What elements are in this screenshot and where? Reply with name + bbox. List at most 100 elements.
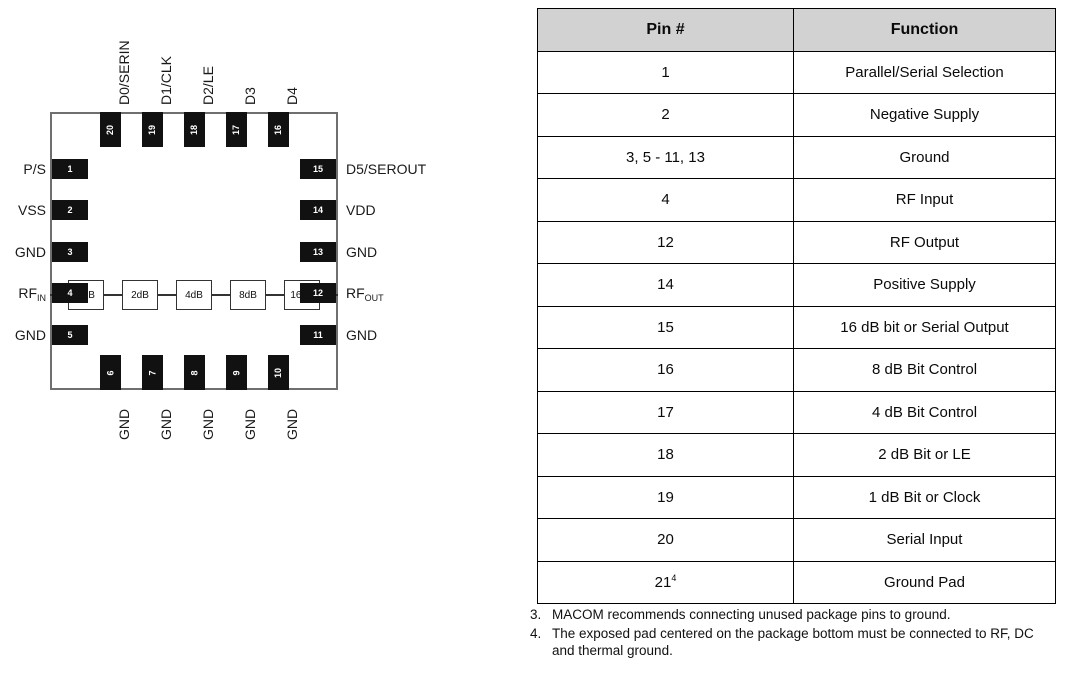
pad-10-number: 10	[273, 367, 284, 378]
table-header-row: Pin # Function	[537, 8, 1056, 52]
pin-label-d0-serin: D0/SERIN	[116, 40, 132, 105]
cell-pin: 214	[537, 560, 794, 604]
pin-label-d5-serout: D5/SEROUT	[346, 161, 427, 177]
pin-label-gnd-8: GND	[200, 408, 216, 440]
chain-wire	[212, 294, 230, 296]
cell-pin: 16	[537, 348, 794, 392]
pin-label-vdd: VDD	[346, 202, 376, 218]
pad-8-number: 8	[189, 369, 200, 376]
pad-2: 2	[52, 200, 88, 220]
footnote-4: 4. The exposed pad centered on the packa…	[530, 625, 1060, 660]
pin-label-gnd-6: GND	[116, 408, 132, 440]
pin-label-ps: P/S	[23, 161, 46, 177]
pad-9-number: 9	[231, 369, 242, 376]
pin-label-gnd-7: GND	[158, 408, 174, 440]
cell-pin: 12	[537, 220, 794, 264]
cell-pin-value: 21	[654, 574, 672, 592]
cell-pin: 15	[537, 305, 794, 349]
pin-label-gnd-13: GND	[346, 244, 378, 260]
pad-13: 13	[300, 242, 336, 262]
cell-function: RF Output	[793, 220, 1056, 264]
pad-18-number: 18	[189, 124, 200, 135]
attenuator-block-8db: 8dB	[230, 280, 266, 310]
cell-pin: 17	[537, 390, 794, 434]
pad-18: 18	[184, 112, 205, 147]
pad-16-number: 16	[273, 124, 284, 135]
cell-pin: 20	[537, 518, 794, 562]
chain-wire	[158, 294, 176, 296]
pad-3: 3	[52, 242, 88, 262]
pad-7: 7	[142, 355, 163, 390]
pad-12: 12	[300, 283, 336, 303]
cell-pin: 18	[537, 433, 794, 477]
cell-function: 1 dB Bit or Clock	[793, 475, 1056, 519]
pad-16: 16	[268, 112, 289, 147]
pin-label-vss: VSS	[17, 202, 46, 218]
cell-function: RF Input	[793, 178, 1056, 222]
pad-6: 6	[100, 355, 121, 390]
pad-15: 15	[300, 159, 336, 179]
pad-5: 5	[52, 325, 88, 345]
pad-19-number: 19	[147, 124, 158, 135]
cell-pin: 4	[537, 178, 794, 222]
pad-11: 11	[300, 325, 336, 345]
pad-9: 9	[226, 355, 247, 390]
cell-function: 4 dB Bit Control	[793, 390, 1056, 434]
pad-17-number: 17	[231, 124, 242, 135]
cell-function: 8 dB Bit Control	[793, 348, 1056, 392]
cell-pin: 19	[537, 475, 794, 519]
column-header-function: Function	[793, 8, 1056, 52]
cell-function: 2 dB Bit or LE	[793, 433, 1056, 477]
pin-label-gnd-3: GND	[14, 244, 46, 260]
pad-19: 19	[142, 112, 163, 147]
pin-label-d1-clk: D1/CLK	[158, 55, 174, 105]
footnote-3-number: 3.	[530, 607, 542, 622]
column-header-pin: Pin #	[537, 8, 794, 52]
pin-label-d2-le: D2/LE	[200, 66, 216, 105]
cell-pin: 14	[537, 263, 794, 307]
pin-label-rfin: RFIN	[18, 285, 46, 303]
footnote-4-text: The exposed pad centered on the package …	[552, 625, 1034, 659]
pad-7-number: 7	[147, 369, 158, 376]
footnote-4-number: 4.	[530, 625, 542, 641]
pin-label-rfout: RFOUT	[346, 285, 384, 303]
pad-20: 20	[100, 112, 121, 147]
cell-function: 16 dB bit or Serial Output	[793, 305, 1056, 349]
cell-function: Ground Pad	[793, 560, 1056, 604]
chain-wire	[266, 294, 284, 296]
pad-8: 8	[184, 355, 205, 390]
pad-17: 17	[226, 112, 247, 147]
cell-function: Ground	[793, 135, 1056, 179]
pad-4: 4	[52, 283, 88, 303]
pin-label-gnd-10: GND	[284, 408, 300, 440]
cell-pin: 1	[537, 50, 794, 94]
cell-pin: 3, 5 - 11, 13	[537, 135, 794, 179]
pad-1: 1	[52, 159, 88, 179]
cell-pin: 2	[537, 93, 794, 137]
package-outline	[50, 112, 338, 390]
cell-function: Positive Supply	[793, 263, 1056, 307]
cell-pin-footnote-ref: 4	[671, 573, 677, 584]
pad-20-number: 20	[105, 124, 116, 135]
table-row: 214 Ground Pad	[537, 560, 1056, 604]
cell-function: Serial Input	[793, 518, 1056, 562]
attenuator-block-4db: 4dB	[176, 280, 212, 310]
footnotes-block: 3. MACOM recommends connecting unused pa…	[530, 606, 1060, 661]
